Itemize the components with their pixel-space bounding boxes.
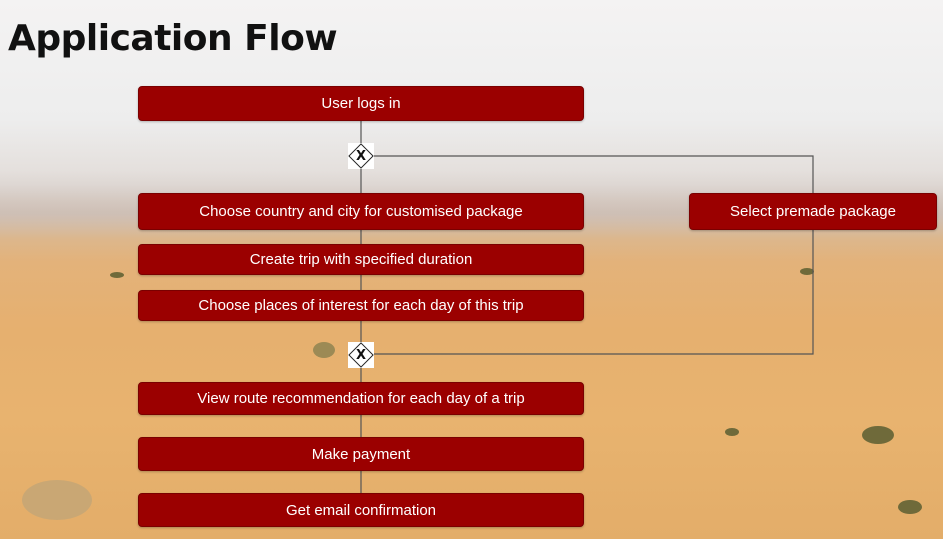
- node-choose-country: Choose country and city for customised p…: [138, 193, 584, 230]
- desert-shrub: [725, 428, 739, 436]
- node-label: Choose country and city for customised p…: [199, 203, 523, 220]
- page-title: Application Flow: [8, 18, 338, 59]
- desert-shrub: [22, 480, 92, 520]
- node-view-route: View route recommendation for each day o…: [138, 382, 584, 415]
- desert-shrub: [898, 500, 922, 514]
- node-label: User logs in: [321, 95, 401, 112]
- gateway-x-label: X: [355, 347, 367, 363]
- node-make-payment: Make payment: [138, 437, 584, 471]
- node-label: View route recommendation for each day o…: [197, 390, 525, 407]
- desert-shrub: [800, 268, 814, 275]
- node-label: Create trip with specified duration: [249, 251, 473, 268]
- node-choose-places: Choose places of interest for each day o…: [138, 290, 584, 321]
- node-label: Make payment: [311, 445, 411, 463]
- desert-shrub: [862, 426, 894, 444]
- gateway-x-label: X: [355, 148, 367, 164]
- node-label: Choose places of interest for each day o…: [198, 297, 524, 314]
- node-label: Select premade package: [730, 203, 896, 220]
- exclusive-gateway-merge: X: [348, 342, 374, 368]
- node-label: Get email confirmation: [285, 501, 437, 519]
- node-user-logs-in: User logs in: [138, 86, 584, 121]
- connector-split-premade: [374, 155, 814, 193]
- node-select-premade-package: Select premade package: [689, 193, 937, 230]
- connector-premade-merge: [374, 230, 814, 355]
- desert-shrub: [110, 272, 124, 278]
- desert-shrub: [313, 342, 335, 358]
- node-create-trip: Create trip with specified duration: [138, 244, 584, 275]
- exclusive-gateway-split: X: [348, 143, 374, 169]
- node-email-confirmation: Get email confirmation: [138, 493, 584, 527]
